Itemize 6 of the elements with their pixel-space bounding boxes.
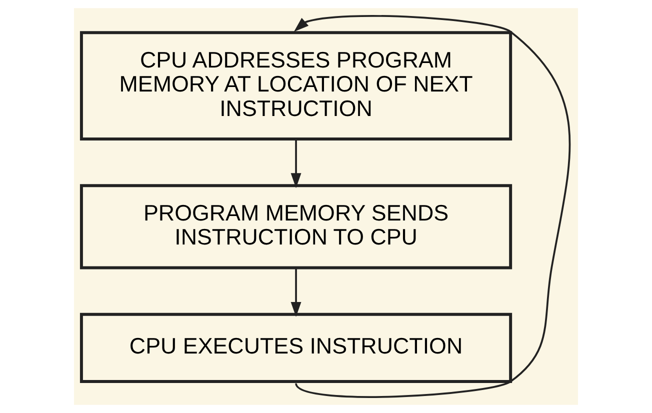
arrow <box>290 140 302 188</box>
arrow <box>290 268 302 317</box>
arrow <box>294 15 570 398</box>
node-box: CPU ADDRESSES PROGRAM MEMORY AT LOCATION OF NEXT INSTRUCTION <box>80 31 512 140</box>
node-box: CPU EXECUTES INSTRUCTION <box>80 312 512 384</box>
node-box: PROGRAM MEMORY SENDS INSTRUCTION TO CPU <box>80 184 512 270</box>
